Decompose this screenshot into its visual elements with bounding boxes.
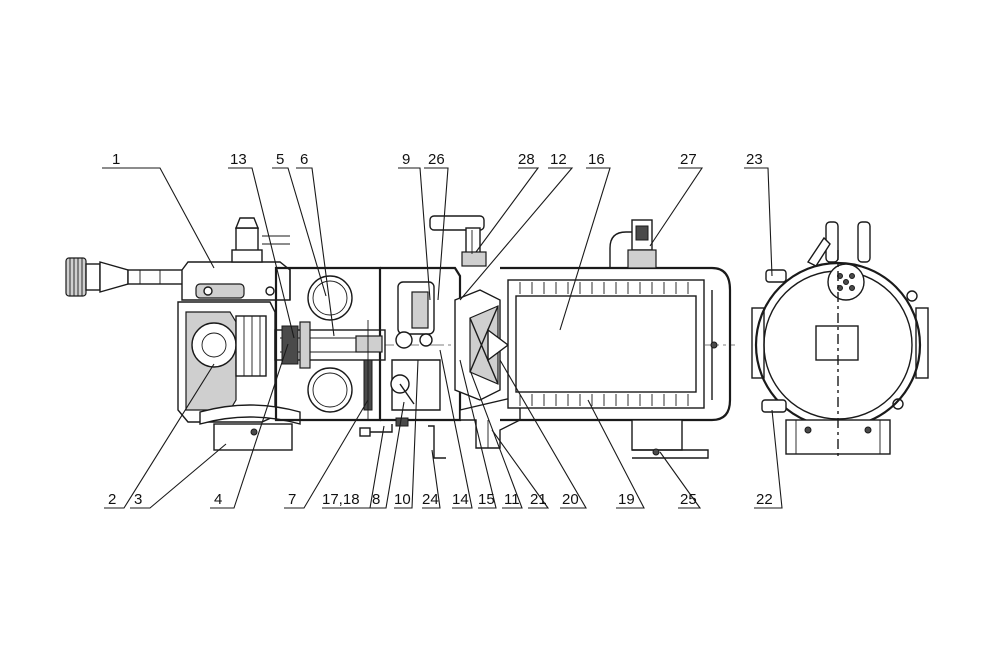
callout-21: 21 xyxy=(530,491,547,508)
sensor-fitting xyxy=(609,219,657,269)
callout-4: 4 xyxy=(214,491,222,508)
callout-8: 8 xyxy=(372,491,380,508)
callout-14: 14 xyxy=(452,491,469,508)
callout-2: 2 xyxy=(108,491,116,508)
heat-exchanger xyxy=(500,266,732,422)
callout-3: 3 xyxy=(134,491,142,508)
callout-1: 1 xyxy=(112,151,120,168)
callout-25: 25 xyxy=(680,491,697,508)
callout-27: 27 xyxy=(680,151,697,168)
callout-6: 6 xyxy=(300,151,308,168)
callout-13: 13 xyxy=(230,151,247,168)
callout-28: 28 xyxy=(518,151,535,168)
callout-12: 12 xyxy=(550,151,567,168)
callout-16: 16 xyxy=(588,151,605,168)
callout-19: 19 xyxy=(618,491,635,508)
callout-9: 9 xyxy=(402,151,410,168)
callout-17-18: 17,18 xyxy=(322,491,360,508)
callout-labels: 1 13 5 6 9 26 28 12 16 27 23 2 3 4 7 17,… xyxy=(108,151,773,508)
burner-head xyxy=(454,289,510,401)
callout-5: 5 xyxy=(276,151,284,168)
callout-23: 23 xyxy=(746,151,763,168)
plug-connector xyxy=(65,257,189,297)
control-unit xyxy=(181,217,291,301)
callout-10: 10 xyxy=(394,491,411,508)
callout-20: 20 xyxy=(562,491,579,508)
callout-11: 11 xyxy=(504,491,520,508)
callout-24: 24 xyxy=(422,491,439,508)
callout-26: 26 xyxy=(428,151,445,168)
callout-22: 22 xyxy=(756,491,773,508)
fuel-pump-section xyxy=(359,266,462,437)
end-view xyxy=(751,221,929,460)
top-fittings xyxy=(429,215,487,267)
callout-7: 7 xyxy=(288,491,296,508)
leader-lines xyxy=(102,167,783,509)
bottom-bracket xyxy=(428,419,709,459)
blower-section xyxy=(274,266,386,422)
callout-15: 15 xyxy=(478,491,495,508)
motor-housing xyxy=(177,301,276,423)
bottom-mount xyxy=(199,404,301,451)
